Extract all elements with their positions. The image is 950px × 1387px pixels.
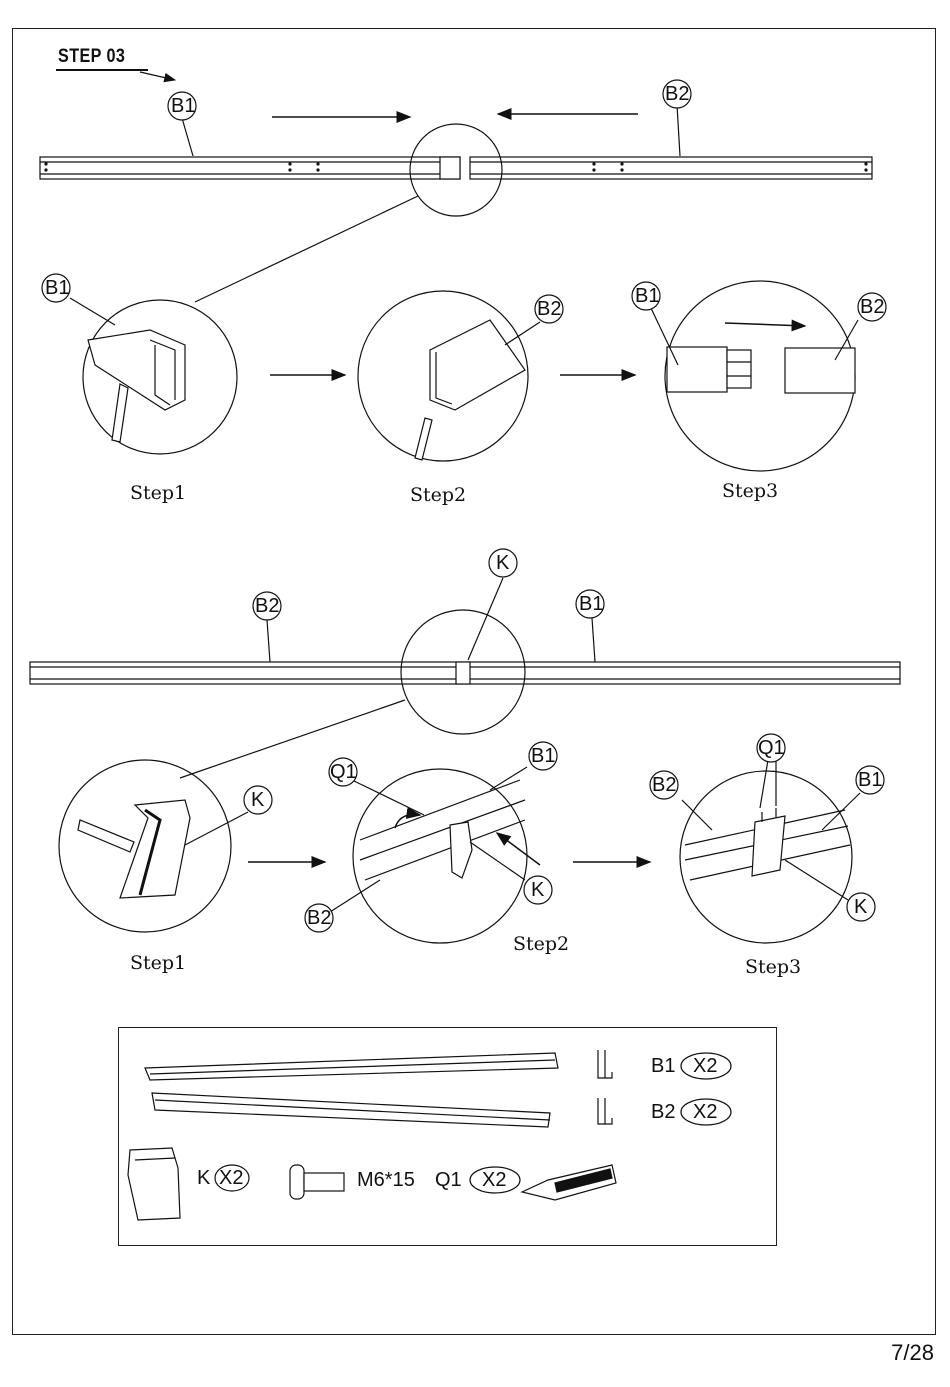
parts-q1-qty: X2: [482, 1169, 506, 1192]
caption-bottom-step2: Step2: [513, 933, 569, 955]
rail-bracket-drawing-2: [360, 780, 540, 880]
rail-b1-top: [40, 157, 460, 179]
step-pointer-arrow: [140, 72, 175, 80]
label-b1: B1: [171, 95, 195, 118]
page-number: 7/28: [891, 1340, 934, 1366]
parts-q1-spec: M6*15: [357, 1169, 415, 1192]
label-b1: B1: [858, 769, 882, 792]
label-k: K: [251, 789, 264, 812]
label-q1: Q1: [758, 737, 785, 760]
caption-top-step2: Step2: [410, 484, 466, 506]
label-b2: B2: [307, 907, 331, 930]
parts-q1-label: Q1: [435, 1169, 462, 1192]
caption-bottom-step3: Step3: [745, 956, 801, 978]
parts-b1-label: B1: [651, 1055, 675, 1078]
caption-bottom-step1: Step1: [130, 952, 186, 974]
label-q1: Q1: [330, 761, 357, 784]
parts-k-qty: X2: [219, 1167, 243, 1190]
label-b2: B2: [860, 296, 884, 319]
bracket-drawing-1: [78, 800, 190, 898]
label-b1: B1: [635, 285, 659, 308]
label-k: K: [531, 879, 544, 902]
parts-k-label: K: [197, 1167, 210, 1190]
label-b1: B1: [531, 745, 555, 768]
rail-end-drawing-2: [415, 320, 525, 460]
parts-list-box: [118, 1027, 777, 1246]
rail-end-drawing-1: [88, 330, 185, 442]
label-k: K: [496, 552, 509, 575]
label-b2: B2: [537, 298, 561, 321]
parts-b2-qty: X2: [693, 1101, 717, 1124]
label-b1: B1: [579, 593, 603, 616]
rail-join-drawing-3: [667, 323, 855, 393]
label-b2: B2: [652, 774, 676, 797]
label-b1: B1: [45, 277, 69, 300]
rail-bracket-drawing-3: [685, 808, 850, 880]
label-b2: B2: [255, 595, 279, 618]
label-k: K: [854, 896, 867, 919]
rail-b2-top: [470, 157, 872, 179]
parts-b2-label: B2: [651, 1101, 675, 1124]
caption-top-step1: Step1: [130, 482, 186, 504]
detail-circle-bottom-step2: [353, 769, 527, 943]
joined-rail: [30, 662, 900, 684]
label-b2: B2: [665, 83, 689, 106]
caption-top-step3: Step3: [722, 480, 778, 502]
parts-b1-qty: X2: [693, 1055, 717, 1078]
